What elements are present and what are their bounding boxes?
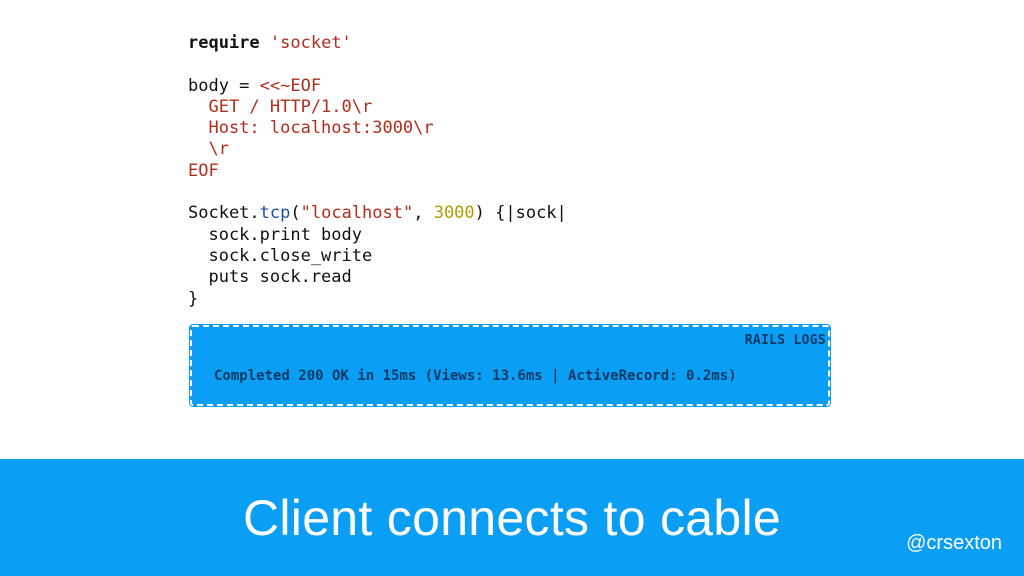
code-line-blank bbox=[188, 54, 567, 75]
code-line: body = <<~EOF bbox=[188, 76, 567, 97]
code-line: \r bbox=[188, 139, 229, 160]
code-text: , bbox=[413, 203, 434, 224]
code-line: } bbox=[188, 288, 199, 309]
code-number: 3000 bbox=[433, 203, 475, 224]
author-handle: @crsexton bbox=[906, 532, 1002, 554]
code-text: body = bbox=[188, 75, 260, 96]
code-line: sock.close_write bbox=[188, 245, 373, 266]
code-string: <<~EOF bbox=[259, 75, 322, 96]
code-line: GET / HTTP/1.0\r bbox=[188, 96, 373, 117]
code-block: require 'socket' body = <<~EOF GET / HTTP… bbox=[188, 33, 567, 310]
code-string: "localhost" bbox=[300, 203, 414, 224]
rails-log-line: Completed 200 OK in 15ms (Views: 13.6ms … bbox=[214, 368, 737, 384]
code-line: EOF bbox=[188, 160, 219, 181]
code-method: tcp bbox=[259, 203, 291, 224]
code-text: ) {|sock| bbox=[474, 203, 567, 224]
code-keyword: require bbox=[188, 33, 260, 53]
code-text: ( bbox=[290, 203, 301, 224]
code-line: puts sock.read bbox=[188, 267, 352, 288]
rails-logs-panel: RAILS LOGS Completed 200 OK in 15ms (Vie… bbox=[189, 324, 831, 407]
code-line-blank bbox=[188, 182, 567, 203]
code-line: Socket.tcp("localhost", 3000) {|sock| bbox=[188, 203, 567, 224]
title-banner: Client connects to cable @crsexton bbox=[0, 459, 1024, 576]
code-line: Host: localhost:3000\r bbox=[188, 118, 434, 139]
rails-logs-label: RAILS LOGS bbox=[744, 333, 826, 348]
code-line: sock.print body bbox=[188, 224, 362, 245]
code-text: Socket. bbox=[188, 203, 260, 224]
code-string: 'socket' bbox=[269, 33, 352, 53]
slide-title: Client connects to cable bbox=[242, 490, 782, 546]
code-line: require 'socket' bbox=[188, 33, 567, 54]
